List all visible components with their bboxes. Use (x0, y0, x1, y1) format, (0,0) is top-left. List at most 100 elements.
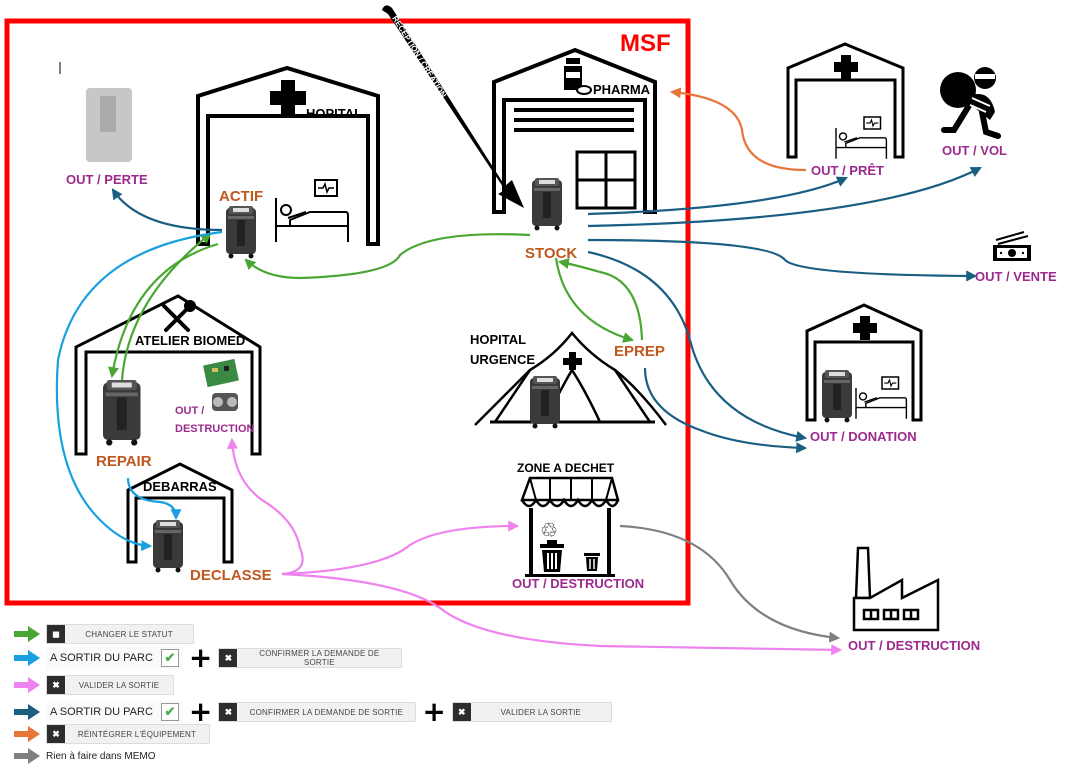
out-pret: OUT / PRÊT (811, 163, 884, 178)
plus-icon: + (422, 695, 446, 728)
concentrator-declasse-icon (153, 520, 183, 573)
out-destruction-usine: OUT / DESTRUCTION (848, 638, 980, 653)
arrow-repair-to-declasse (126, 477, 182, 521)
plus-icon: + (188, 695, 213, 728)
hopital-building: HOPITAL (196, 65, 380, 246)
legend-row-light-blue: A SORTIR DU PARC ✔ + ✖ CONFIRMER LA DEMA… (14, 641, 403, 674)
pink-arrows (226, 437, 843, 656)
arrow-stock-to-eprep (554, 257, 635, 343)
atelier-label: ATELIER BIOMED (135, 333, 245, 348)
hopital-urgence-label-2: URGENCE (470, 352, 535, 367)
reintegrate-equipment-button[interactable]: ✖ RÉINTÉGRER L'ÉQUIPEMENT (46, 724, 210, 744)
arrow-declasse-to-zone-dechet (281, 520, 520, 576)
a-sortir-checkbox[interactable]: ✔ (160, 649, 179, 667)
concentrator-actif-icon (226, 206, 256, 259)
status-actif: ACTIF (219, 188, 263, 205)
arrow-stock-to-vol (587, 166, 982, 228)
status-stock: STOCK (525, 245, 577, 262)
out-perte: OUT / PERTE (66, 172, 148, 187)
arrow-stock-to-actif (244, 233, 531, 280)
a-sortir-label: A SORTIR DU PARC (50, 652, 153, 664)
dark-blue-arrows (111, 166, 982, 454)
status-eprep: EPREP (614, 343, 665, 360)
green-arrows (108, 232, 644, 381)
a-sortir-label: A SORTIR DU PARC (50, 706, 153, 718)
light-blue-arrow-icon (14, 650, 40, 666)
a-sortir-checkbox-row: A SORTIR DU PARC ✔ (46, 647, 183, 669)
circuit-board-icon (203, 358, 239, 388)
a-sortir-checkbox[interactable]: ✔ (160, 703, 179, 721)
out-vente: OUT / VENTE (975, 269, 1057, 284)
hospital-bed-icon (855, 387, 908, 420)
close-icon: ✖ (219, 703, 238, 721)
confirm-exit-request-label: CONFIRMER LA DEMANDE DE SORTIE (249, 707, 404, 717)
medicine-bottle-icon (564, 58, 592, 95)
msf-title: MSF (620, 30, 671, 57)
out-donation: OUT / DONATION (810, 429, 917, 444)
arrow-declasse-to-atelier-destruction (226, 437, 304, 576)
confirm-exit-request-button[interactable]: ✖ CONFIRMER LA DEMANDE DE SORTIE (218, 702, 417, 722)
validate-exit-button[interactable]: ✖ VALIDER LA SORTIE (46, 675, 174, 695)
arrow-declasse-to-usine (281, 572, 843, 656)
concentrator-stock-icon (532, 178, 562, 231)
legend-row-green: ◼ CHANGER LE STATUT (14, 623, 194, 645)
close-icon: ✖ (452, 703, 471, 721)
nothing-to-do-label: Rien à faire dans MEMO (46, 750, 156, 762)
green-arrow-icon (14, 626, 40, 642)
medical-cross-icon (563, 352, 582, 370)
confirm-exit-request-button[interactable]: ✖ CONFIRMER LA DEMANDE DE SORTIE (218, 648, 403, 668)
medical-cross-icon (270, 80, 306, 116)
pharma-label: PHARMA (593, 82, 651, 97)
recycle-icon: ♲ (540, 518, 558, 542)
close-icon: ✖ (47, 676, 65, 694)
arrow-stock-to-donation (587, 250, 808, 442)
close-icon: ✖ (47, 725, 65, 743)
validate-exit-label: VALIDER LA SORTIE (78, 680, 160, 690)
pink-arrow-icon (14, 677, 40, 693)
change-status-button[interactable]: ◼ CHANGER LE STATUT (46, 624, 194, 644)
tools-icon (162, 300, 196, 332)
dark-blue-arrow-icon (14, 704, 40, 720)
legend-row-gray: Rien à faire dans MEMO (14, 745, 156, 767)
boxes-icon (575, 150, 637, 210)
shelves-icon (514, 108, 634, 132)
concentrator-repair-icon (103, 380, 141, 446)
confirm-exit-request-label: CONFIRMER LA DEMANDE DE SORTIE (259, 649, 380, 667)
pret-hospital-building (786, 42, 905, 160)
arrow-eprep-to-donation (643, 367, 808, 454)
zone-dechet-label: ZONE A DECHET (517, 461, 615, 475)
arrow-stock-to-vente (587, 238, 978, 282)
heart-monitor-icon (863, 116, 882, 130)
concentrator-eprep-icon (530, 376, 560, 429)
debarras-building: DEBARRAS (126, 462, 234, 564)
arrow-actif-to-declasse (55, 230, 223, 552)
reintegrate-equipment-label: RÉINTÉGRER L'ÉQUIPEMENT (77, 729, 197, 739)
validate-exit-button[interactable]: ✖ VALIDER LA SORTIE (451, 702, 612, 722)
status-repair: REPAIR (96, 453, 152, 470)
close-icon: ✖ (219, 649, 238, 667)
factory-icon (852, 546, 940, 632)
legend-row-orange: ✖ RÉINTÉGRER L'ÉQUIPEMENT (14, 723, 210, 745)
plus-icon: + (188, 641, 213, 674)
orange-arrow-icon (14, 726, 40, 742)
out-destruction-zone: OUT / DESTRUCTION (512, 576, 644, 591)
trash-bin-large-icon (540, 540, 564, 572)
arrow-actif-to-perte (111, 188, 223, 232)
pharma-building: PHARMA (492, 47, 657, 214)
change-status-label: CHANGER LE STATUT (85, 629, 173, 639)
arrow-repair-to-actif (120, 232, 212, 381)
heart-monitor-icon (881, 376, 900, 390)
arrow-pret-to-pharma (669, 87, 807, 172)
medical-cross-icon (834, 55, 858, 79)
out-destruction-atelier-2: DESTRUCTION (175, 423, 255, 435)
arrow-actif-to-repair (108, 242, 219, 379)
thief-icon (940, 67, 1001, 139)
donation-hospital-building (805, 303, 923, 422)
compressor-icon (212, 393, 238, 411)
arrow-zone-to-usine (619, 524, 841, 643)
lost-device-icon (86, 88, 132, 162)
hospital-bed-icon (835, 127, 888, 160)
validate-exit-label: VALIDER LA SORTIE (500, 707, 582, 717)
out-vol: OUT / VOL (942, 143, 1007, 158)
gray-arrow-icon (14, 748, 40, 764)
